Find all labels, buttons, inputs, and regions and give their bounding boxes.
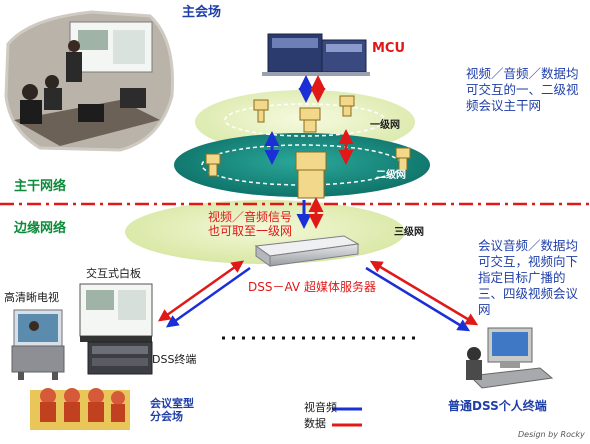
server-to-personal-av-arrow [365, 266, 471, 332]
legend-av-label: 视音频 [304, 401, 337, 414]
level3-label: 三级网 [394, 227, 424, 238]
whiteboard-label: 交互式白板 [86, 267, 141, 280]
meeting-room-label: 会议室型 分会场 [150, 397, 194, 423]
level1-codec-devices [253, 95, 355, 133]
mcu-label: MCU [372, 41, 406, 56]
level2-label: 二级网 [376, 170, 406, 181]
hdtv-device [11, 309, 65, 380]
personal-terminal-device [466, 327, 554, 389]
mcu-equipment [262, 33, 370, 76]
edge-description: 会议音频／数据均可交互，视频向下指定目标广播的三、四级视频会议网 [478, 238, 579, 317]
dss-terminal-rack [87, 341, 153, 375]
signature: Design by Rocky [518, 430, 585, 439]
dss-terminal-label: DSS终端 [152, 353, 197, 366]
level1-label: 一级网 [370, 120, 400, 131]
server-label: DSS－AV 超媒体服务器 [248, 280, 376, 294]
backbone-description: 视频／音频／数据均可交互的一、二级视频会议主干网 [466, 66, 579, 113]
legend-data-label: 数据 [304, 417, 326, 430]
hdtv-label: 高清晰电视 [4, 291, 59, 304]
server-to-personal-data-arrow [369, 260, 479, 326]
signal-note-line1: 视频／音频信号 [208, 210, 293, 224]
main-venue-photo [4, 10, 174, 152]
main-venue-label: 主会场 [182, 5, 222, 20]
edge-network-label: 边缘网络 [14, 221, 67, 236]
level2-codec-devices [205, 147, 411, 199]
meeting-room-audience [30, 388, 130, 430]
server-to-dss-av-arrow [165, 266, 251, 328]
dss-av-server [254, 235, 360, 267]
server-to-dss-data-arrow [157, 260, 245, 322]
personal-terminal-label: 普通DSS个人终端 [448, 399, 547, 413]
backbone-network-label: 主干网络 [14, 179, 67, 194]
interactive-whiteboard-device [79, 283, 153, 342]
signal-note-line2: 也可取至一级网 [208, 224, 293, 238]
